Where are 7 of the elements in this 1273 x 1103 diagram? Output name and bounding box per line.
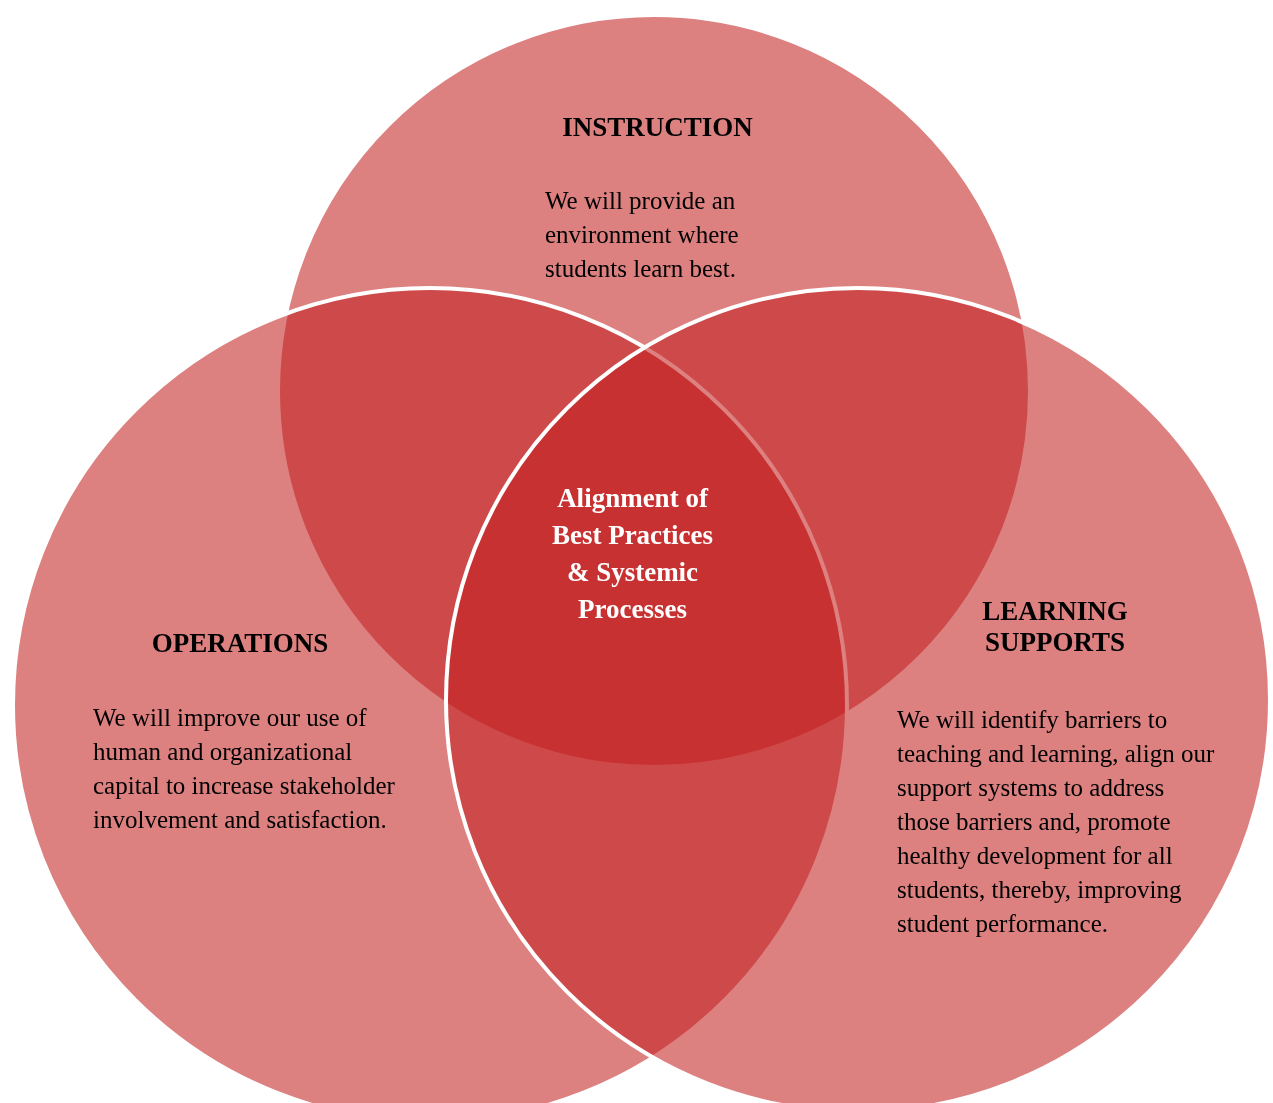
circle-heading: OPERATIONS [150, 628, 330, 659]
circle-heading: INSTRUCTION [561, 112, 754, 143]
circle-description: We will identify barriers to teaching and learning, align our support systems to address those barriers and, promote healthy development for all students, thereby, improving student performance. [897, 705, 1216, 939]
center-label: Alignment of Best Practices & Systemic Processes [540, 480, 725, 628]
circle-description: We will improve our use of human and organizational capital to increase stakeholder involvement and satisfaction. [93, 703, 396, 835]
circle-description: We will provide an environment where students learn best. [545, 186, 740, 284]
circle-heading: LEARNING SUPPORTS [981, 596, 1129, 658]
